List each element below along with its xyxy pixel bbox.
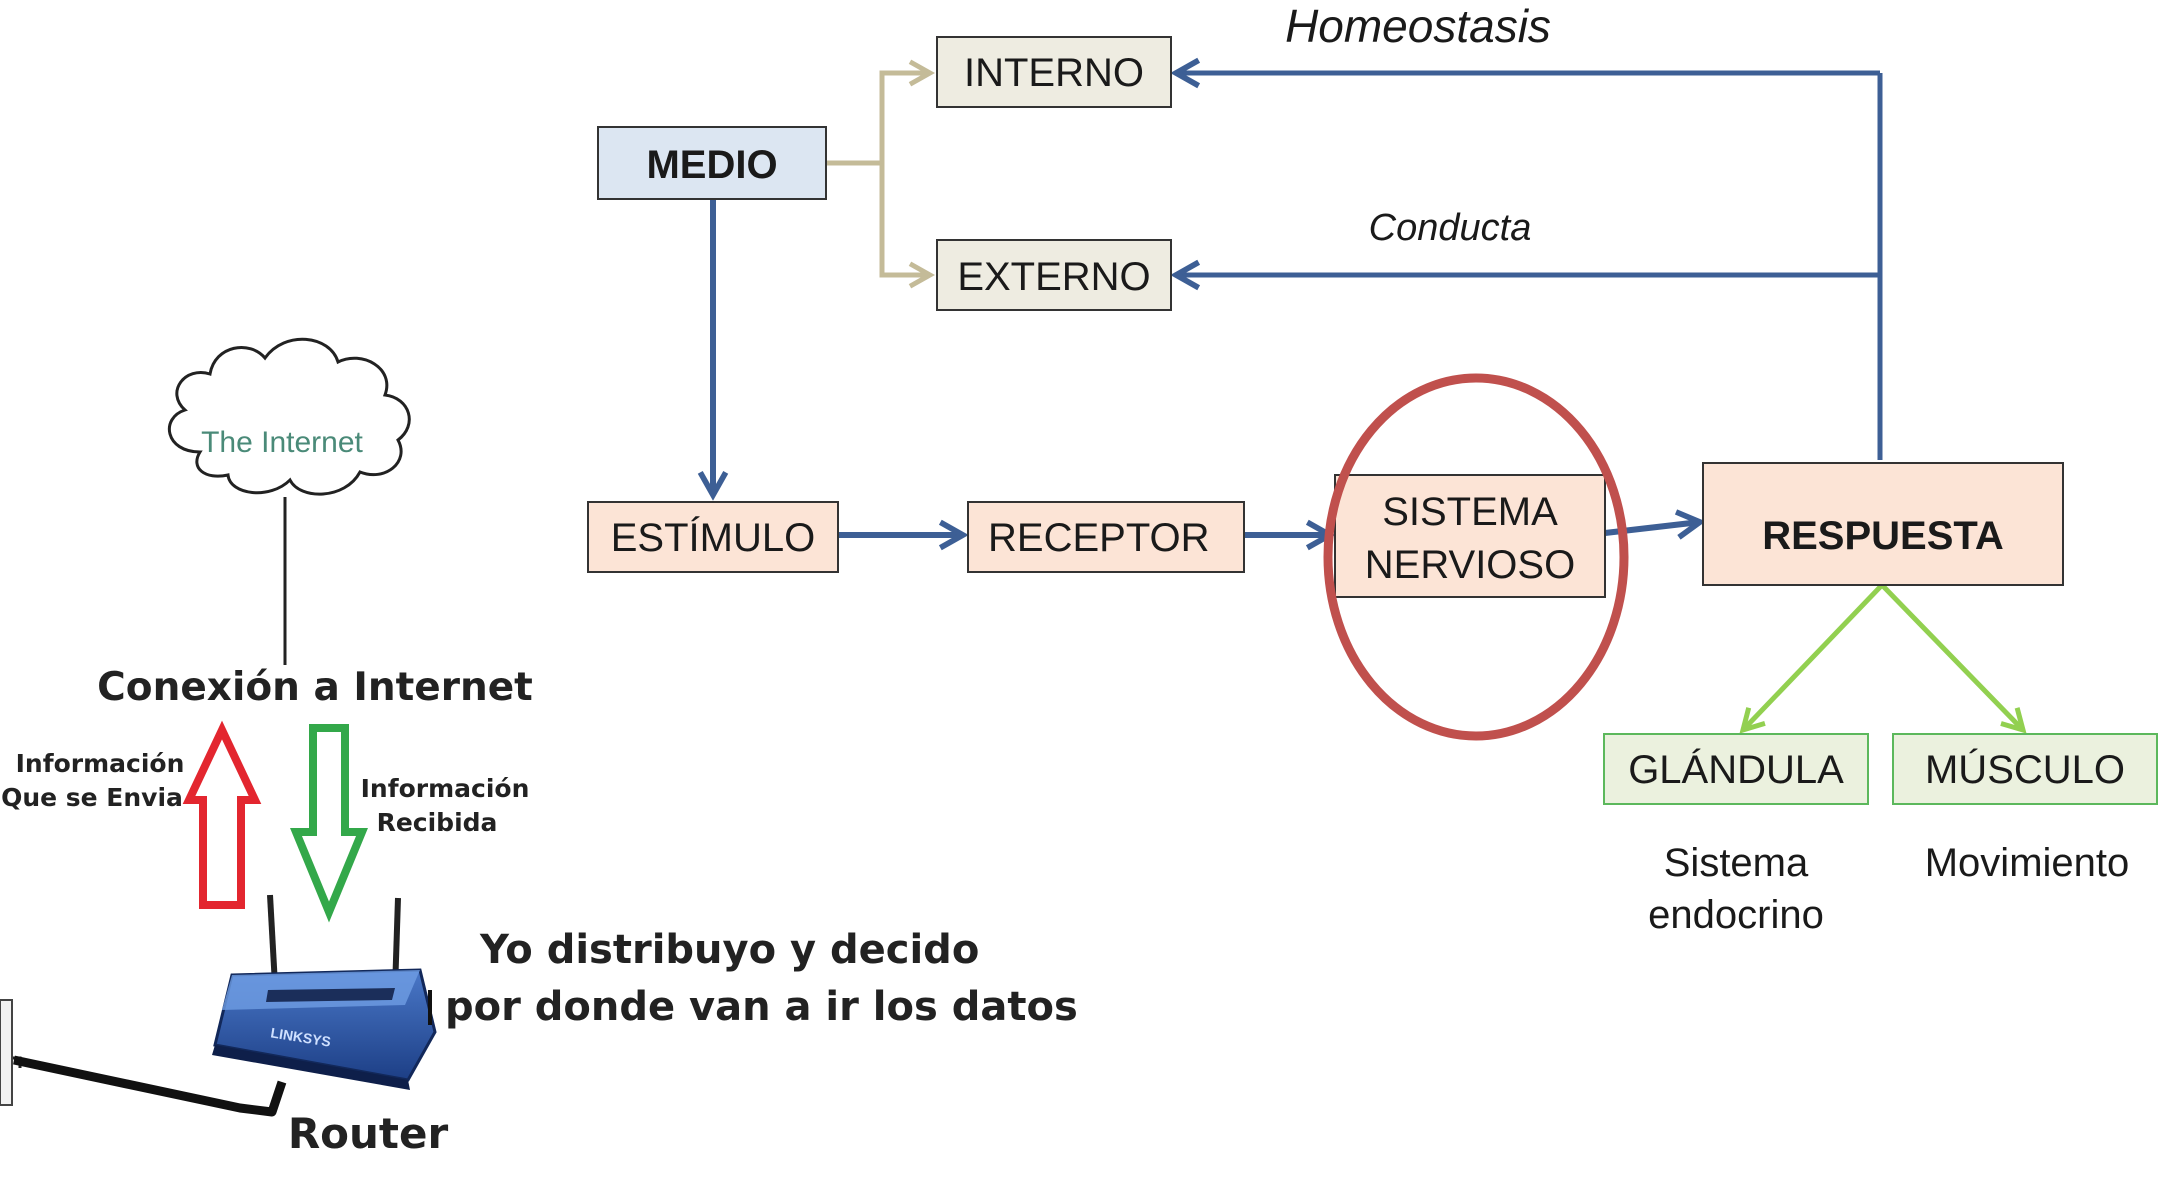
externo-box: EXTERNO	[936, 239, 1172, 311]
glandula-caption-line2: endocrino	[1648, 893, 1824, 937]
medio-label: MEDIO	[646, 143, 777, 187]
device-edge	[0, 999, 13, 1106]
receptor-label: RECEPTOR	[988, 516, 1210, 560]
highlight-circle	[1323, 373, 1629, 741]
homeostasis-label: Homeostasis	[1285, 0, 1551, 52]
cloud-label: The Internet	[201, 426, 363, 459]
conducta-label: Conducta	[1369, 207, 1532, 249]
router-icon: LINKSYS	[212, 894, 437, 1090]
cloud-icon	[167, 337, 411, 496]
interno-box: INTERNO	[936, 36, 1172, 108]
feedback-connector	[1176, 73, 1883, 460]
sistema-nervioso-box: SISTEMA NERVIOSO	[1334, 474, 1606, 598]
download-arrow-icon	[290, 724, 368, 923]
estimulo-box: ESTÍMULO	[587, 501, 839, 573]
glandula-box: GLÁNDULA	[1603, 733, 1869, 805]
received-info-label-line2: Recibida	[377, 808, 498, 837]
upload-arrow-icon	[182, 720, 262, 909]
medio-box: MEDIO	[597, 126, 827, 200]
glandula-label: GLÁNDULA	[1628, 747, 1844, 792]
received-info-label-line1: Información	[361, 774, 530, 803]
musculo-label: MÚSCULO	[1925, 747, 2125, 792]
externo-label: EXTERNO	[957, 255, 1150, 299]
respuesta-label: RESPUESTA	[1762, 514, 2004, 558]
receptor-box: RECEPTOR	[967, 501, 1245, 573]
sistema-nervioso-label-line2: NERVIOSO	[1365, 543, 1575, 587]
interno-label: INTERNO	[964, 51, 1144, 95]
sent-info-label-line1: Información	[16, 749, 185, 778]
sistema-nervioso-label-line1: SISTEMA	[1382, 490, 1558, 534]
musculo-box: MÚSCULO	[1892, 733, 2158, 805]
router-cable	[0, 1055, 287, 1117]
router-says-line2: por donde van a ir los datos	[445, 984, 1078, 1030]
sent-info-label-line2: Que se Envia	[1, 783, 183, 812]
respuesta-branch-connector	[1743, 583, 2023, 730]
connection-label: Conexión a Internet	[97, 665, 533, 710]
musculo-caption: Movimiento	[1925, 841, 2130, 885]
glandula-caption-line1: Sistema	[1664, 841, 1809, 885]
respuesta-box: RESPUESTA	[1702, 462, 2064, 586]
router-label: Router	[288, 1109, 449, 1158]
estimulo-label: ESTÍMULO	[611, 515, 815, 560]
medio-branch-connector	[825, 73, 930, 275]
router-says-line1: Yo distribuyo y decido	[479, 927, 979, 973]
